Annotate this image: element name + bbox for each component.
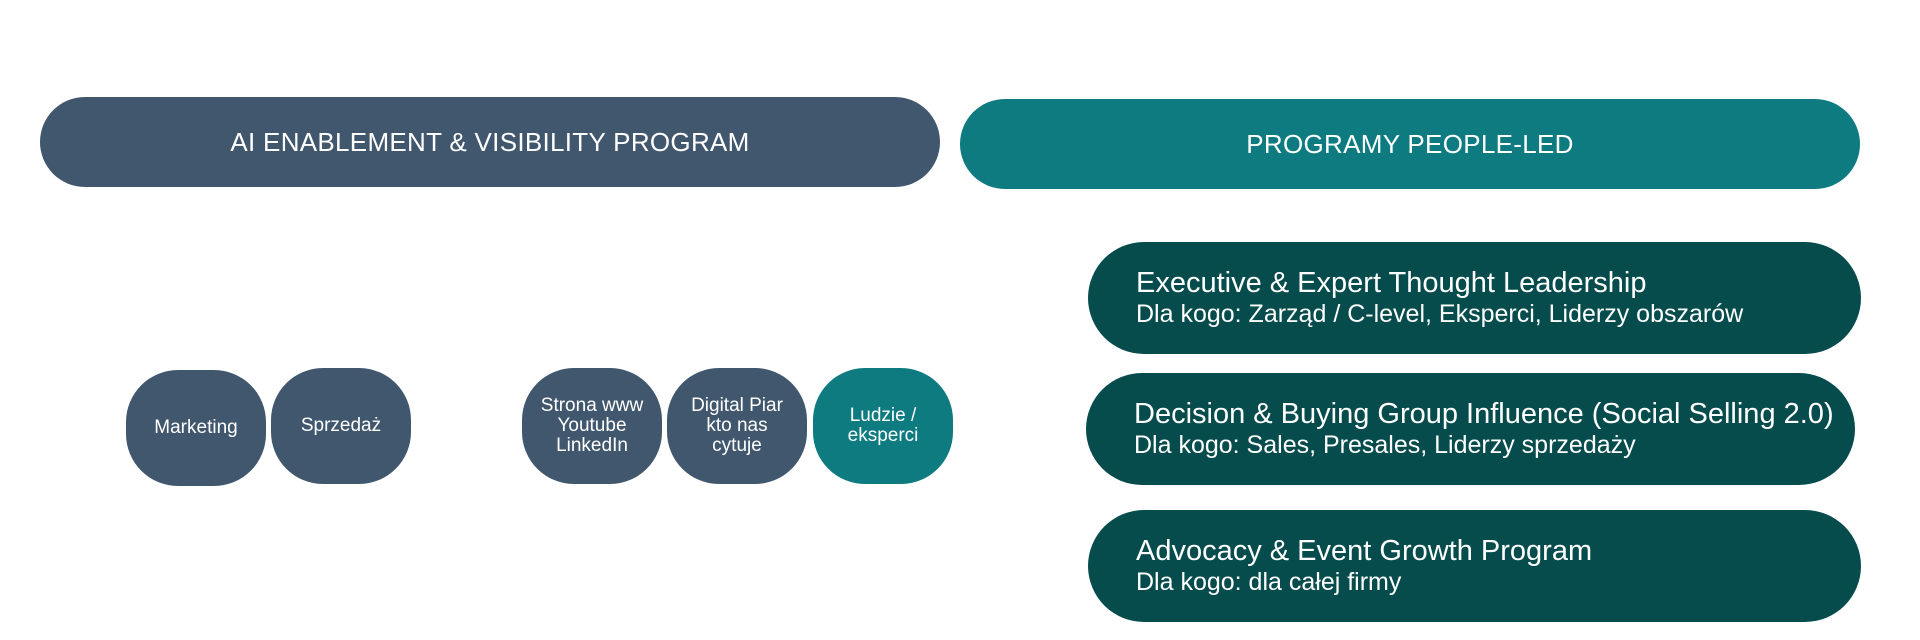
- channels-label-line-2: Youtube: [557, 415, 627, 436]
- program-card-social-selling: Decision & Buying Group Influence (Socia…: [1086, 373, 1855, 485]
- banner-left-label: AI ENABLEMENT & VISIBILITY PROGRAM: [230, 126, 750, 157]
- banner-right-label: PROGRAMY PEOPLE-LED: [1246, 128, 1574, 159]
- pr-label-line-3: cytuje: [712, 435, 762, 456]
- program-title: Executive & Expert Thought Leadership: [1136, 267, 1647, 299]
- people-led-programs-banner: PROGRAMY PEOPLE-LED: [960, 99, 1860, 189]
- program-title: Decision & Buying Group Influence (Socia…: [1134, 398, 1834, 430]
- program-audience: Dla kogo: Zarząd / C-level, Eksperci, Li…: [1136, 300, 1744, 328]
- channels-label-line-1: Strona www: [540, 395, 644, 416]
- channels-bubble: Strona www Youtube LinkedIn: [522, 368, 662, 484]
- marketing-bubble: Marketing: [126, 370, 266, 486]
- people-experts-bubble: Ludzie / eksperci: [813, 368, 953, 484]
- sales-label: Sprzedaż: [300, 415, 382, 436]
- program-title: Advocacy & Event Growth Program: [1136, 535, 1593, 567]
- pr-label-line-2: kto nas: [706, 415, 768, 436]
- program-card-advocacy: Advocacy & Event Growth Program Dla kogo…: [1088, 510, 1861, 622]
- digital-pr-bubble: Digital Piar kto nas cytuje: [667, 368, 807, 484]
- pr-label-line-1: Digital Piar: [691, 395, 783, 416]
- channels-label-line-3: LinkedIn: [556, 435, 628, 456]
- program-audience: Dla kogo: Sales, Presales, Liderzy sprze…: [1134, 431, 1636, 459]
- people-label-line-1: Ludzie /: [849, 405, 917, 426]
- ai-enablement-program-banner: AI ENABLEMENT & VISIBILITY PROGRAM: [40, 97, 940, 187]
- people-label-line-2: eksperci: [847, 425, 919, 446]
- sales-bubble: Sprzedaż: [271, 368, 411, 484]
- marketing-label: Marketing: [154, 417, 238, 438]
- program-audience: Dla kogo: dla całej firmy: [1136, 568, 1402, 596]
- program-card-thought-leadership: Executive & Expert Thought Leadership Dl…: [1088, 242, 1861, 354]
